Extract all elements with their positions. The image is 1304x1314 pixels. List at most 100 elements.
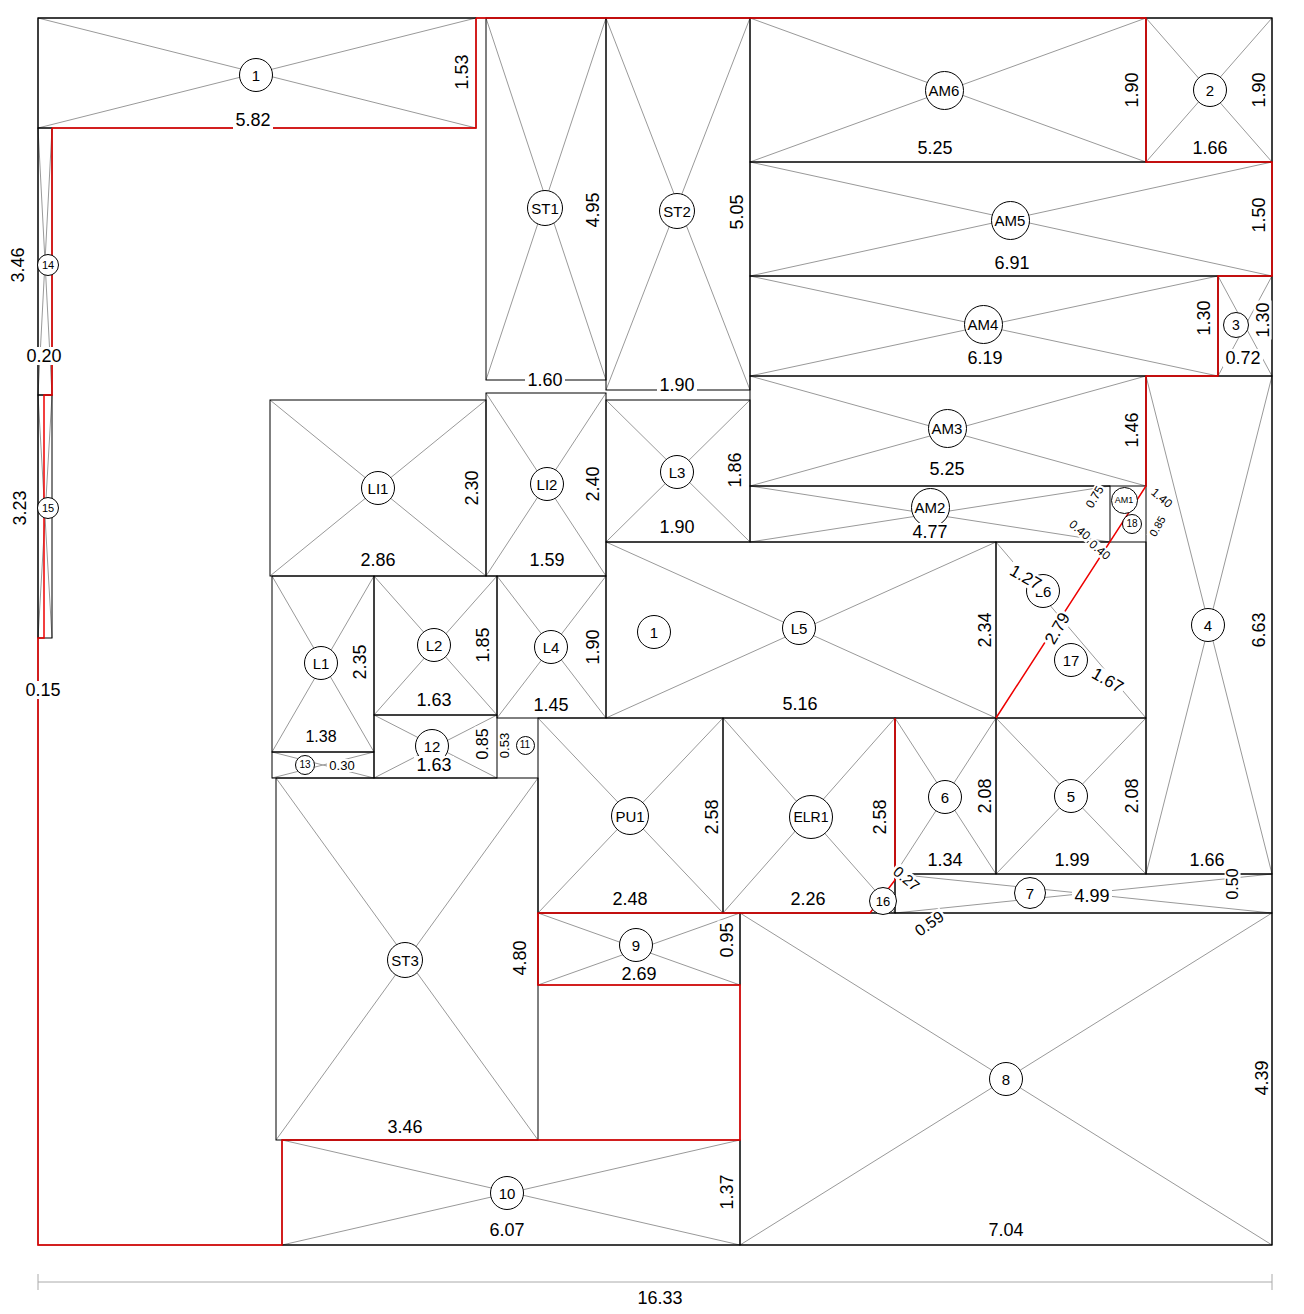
dimension-label: 1.45	[531, 696, 570, 714]
callout-number: L3	[669, 465, 686, 480]
callout-number: AM1	[1115, 496, 1134, 505]
area-callout-circle: AM1	[1111, 487, 1138, 514]
callout-number: LI1	[368, 481, 389, 496]
dimension-label: 0.75	[1083, 482, 1107, 512]
dimension-label: 0.15	[23, 681, 62, 699]
callout-number: 10	[499, 1186, 516, 1201]
dimension-label: 2.58	[871, 797, 889, 836]
dimension-label: 5.82	[233, 111, 272, 129]
callout-number: 6	[941, 790, 949, 805]
area-callout-circle: AM6	[925, 71, 964, 110]
dimension-label: 5.16	[780, 695, 819, 713]
dimension-label: 1.66	[1187, 851, 1226, 869]
dimension-label: 4.39	[1253, 1058, 1271, 1097]
area-callout-circle: AM3	[928, 409, 967, 448]
callout-number: L2	[426, 638, 443, 653]
dimension-label: 0.30	[327, 759, 356, 772]
dimension-line	[38, 1274, 1272, 1290]
dimension-label: 1.27	[1006, 560, 1047, 593]
callout-number: LI2	[537, 477, 558, 492]
area-callout-circle: 3	[1223, 312, 1249, 338]
area-callout-circle: 17	[1054, 643, 1088, 677]
area-callout-circle: L2	[417, 628, 451, 662]
area-callout-circle: ST2	[659, 193, 695, 229]
dimension-label: 0.53	[499, 730, 512, 759]
callout-number: 18	[1126, 519, 1137, 529]
area-callout-circle: AM5	[991, 201, 1030, 240]
callout-number: ST2	[663, 204, 691, 219]
callout-number: AM5	[995, 213, 1026, 228]
callout-number: PU1	[615, 809, 644, 824]
dimension-label: 4.77	[910, 523, 949, 541]
area-callout-circle: ELR1	[789, 795, 833, 839]
dimension-label: 1.30	[1254, 300, 1272, 339]
callout-number: AM2	[915, 500, 946, 515]
dimension-label: 1.85	[474, 625, 492, 664]
dimension-label: 1.50	[1250, 195, 1268, 234]
dimension-label: 0.20	[24, 347, 63, 365]
dimension-label: 5.25	[915, 139, 954, 157]
dimension-label: 5.25	[927, 460, 966, 478]
area-callout-circle: 1	[637, 615, 671, 649]
area-callout-circle: LI2	[530, 467, 564, 501]
dimension-label: 0.95	[718, 920, 736, 959]
dimension-label: 1.90	[584, 627, 602, 666]
dimension-label: 2.08	[976, 776, 994, 815]
dimension-label: 0.59	[911, 907, 949, 940]
dimension-label: 1.63	[414, 756, 453, 774]
dimension-label: 1.90	[1250, 70, 1268, 109]
room-outlines	[38, 18, 1272, 1245]
dimension-label: 1.60	[525, 371, 564, 389]
area-callout-circle: AM2	[911, 488, 950, 527]
area-callout-circle: 8	[989, 1062, 1023, 1096]
area-callout-circle: AM4	[964, 305, 1003, 344]
dimension-label: 1.66	[1190, 139, 1229, 157]
dimension-label: 3.23	[11, 488, 29, 527]
dimension-label: 3.46	[385, 1118, 424, 1136]
area-callout-circle: LI1	[361, 471, 395, 505]
callout-number: AM4	[968, 317, 999, 332]
callout-number: L1	[313, 656, 330, 671]
dimension-label: 1.90	[657, 518, 696, 536]
area-callout-circle: ST3	[387, 942, 423, 978]
dimension-label: 3.46	[9, 245, 27, 284]
dimension-label: 1.90	[657, 376, 696, 394]
dimension-label: 2.48	[610, 890, 649, 908]
callout-number: 15	[42, 503, 54, 514]
area-callout-circle: PU1	[611, 797, 649, 835]
area-callout-circle: L1	[304, 646, 338, 680]
callout-number: 17	[1063, 653, 1080, 668]
dimension-label: 1.67	[1088, 663, 1129, 696]
callout-number: 3	[1232, 318, 1240, 332]
callout-number: 14	[42, 260, 54, 271]
callout-number: 13	[299, 760, 310, 770]
area-callout-circle: 5	[1054, 779, 1088, 813]
callout-number: AM3	[932, 421, 963, 436]
dimension-label: 2.34	[976, 610, 994, 649]
callout-number: ST1	[531, 201, 559, 216]
dimension-label: 2.26	[788, 890, 827, 908]
dimension-label: 0.72	[1223, 349, 1262, 367]
callout-number: 11	[520, 740, 530, 750]
dimension-label: 1.34	[925, 851, 964, 869]
dimension-label: 2.58	[703, 797, 721, 836]
room-diagonals	[38, 18, 1272, 1245]
dimension-label: 1.90	[1123, 70, 1141, 109]
area-callout-circle: L5	[782, 611, 816, 645]
dimension-label: 2.40	[584, 464, 602, 503]
dimension-label: 1.38	[303, 729, 338, 745]
dimension-label: 1.86	[726, 450, 744, 489]
area-callout-circle: 13	[295, 755, 315, 775]
dimension-label: 2.69	[619, 965, 658, 983]
dimension-label: 1.59	[527, 551, 566, 569]
dimension-label: 1.30	[1195, 298, 1213, 337]
callout-number: 7	[1026, 886, 1034, 901]
callout-number: 12	[424, 739, 441, 754]
area-callout-circle: 9	[619, 928, 653, 962]
dimension-label: 4.80	[511, 938, 529, 977]
dimension-label: 0.85	[475, 726, 491, 761]
dimension-label: 6.63	[1250, 610, 1268, 649]
callout-number: AM6	[929, 83, 960, 98]
callout-number: 16	[876, 895, 890, 908]
